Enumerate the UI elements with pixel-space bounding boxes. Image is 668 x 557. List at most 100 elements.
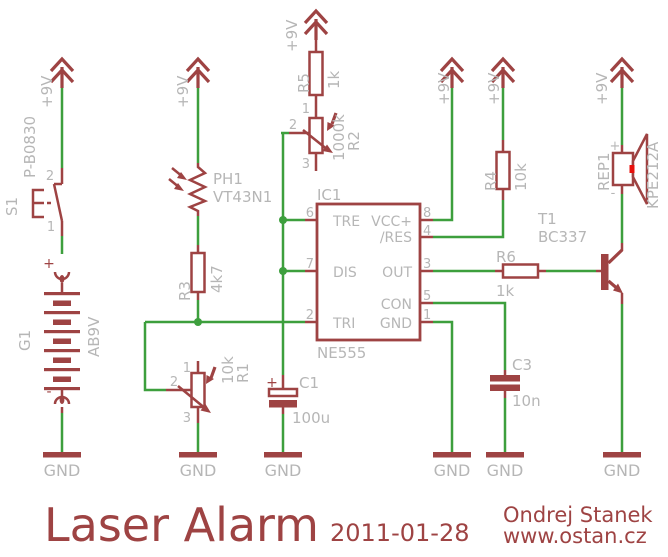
ic1-pin-number-8: 8 [423,206,431,221]
r5-refdes: R5 [295,73,313,93]
plus9v-label: +9V [435,72,453,105]
power-rail-arrows: +9V +9V +9V +9V +9V +9V [38,9,635,108]
r1-pin3-number: 3 [183,411,191,426]
t1-refdes: T1 [537,210,557,228]
ic1-pin-number-7: 7 [306,257,314,272]
c3-value: 10n [512,392,541,410]
r6-refdes: R6 [496,248,516,266]
s1-refdes: S1 [3,197,21,216]
ic1-pin-name-gnd: GND [380,316,412,332]
r2-refdes: R2 [345,131,363,151]
r2-pin2-number: 2 [289,118,297,133]
r2-value: 1000k [330,114,348,161]
component-r1-trimmer: 1 2 3 10k R1 [166,356,252,426]
ic1-pin-name-res: /RES [380,230,412,246]
gnd-label: GND [487,461,524,480]
gnd-icon [486,452,524,458]
c1-plus-mark: + [266,375,278,391]
junction-dot [194,318,202,326]
ic1-pin-number-4: 4 [423,224,431,239]
ic1-pin-name-dis: DIS [333,265,357,281]
ic1-pin-number-2: 2 [306,308,314,323]
g1-value: AB9V [85,316,103,357]
component-r6-resistor: R6 1k [495,248,546,300]
ic1-pin-name-tre: TRE [332,214,360,230]
component-r5-resistor: R5 1k [295,38,343,118]
gnd-icon [603,452,641,458]
gnd-label: GND [434,461,471,480]
component-r3-resistor: R3 4k7 [176,245,226,301]
ic1-refdes: IC1 [317,186,341,204]
ground-symbols: GND GND GND GND GND GND [43,452,641,480]
component-r2-trimmer: 1 2 3 1000k R2 [289,102,363,172]
rep1-polarity-dot [629,165,635,173]
gnd-icon [179,452,217,458]
gnd-label: GND [604,461,641,480]
component-c1-capacitor: + C1 100u [266,374,330,427]
c1-refdes: C1 [299,374,319,392]
schematic-title: Laser Alarm [44,498,319,552]
plus9v-label: +9V [283,19,301,52]
component-c3-capacitor: C3 10n [490,356,541,410]
gnd-icon [43,452,81,458]
schematic-date: 2011-01-28 [330,519,469,547]
author-website: www.ostan.cz [503,524,647,548]
ic1-pin-name-out: OUT [382,265,412,281]
component-ph1-photoresistor: PH1 VT43N1 [168,163,272,216]
ic1-pin-name-tri: TRI [332,316,355,332]
ic1-value: NE555 [317,344,366,362]
rep1-value: KPE212A [644,141,662,209]
author-name: Ondrej Stanek [503,503,653,527]
plus9v-arrow-icon [609,57,635,90]
s1-pin1-number: 1 [47,220,55,235]
rep1-refdes: REP1 [595,153,613,192]
rep1-plus-mark: + [610,139,621,154]
r3-value: 4k7 [208,265,226,293]
plus9v-label: +9V [593,72,611,105]
ic1-pin-number-1: 1 [423,308,431,323]
r4-refdes: R4 [482,171,500,191]
r1-pin2-number: 2 [170,375,178,390]
r2-pin1-number: 1 [302,102,310,117]
gnd-label: GND [44,461,81,480]
g1-refdes: G1 [16,330,34,351]
component-rep1-speaker: + - REP1 KPE212A [595,133,662,209]
c1-value: 100u [292,409,330,427]
r4-value: 10k [512,163,530,191]
junction-dot [279,216,287,224]
plus9v-label: +9V [485,72,503,105]
rep1-minus-mark: - [611,186,616,201]
gnd-icon [433,452,471,458]
ic1-pin-number-5: 5 [423,289,431,304]
gnd-label: GND [265,461,302,480]
c3-refdes: C3 [512,356,532,374]
wires [60,88,624,452]
g1-minus-mark: - [46,384,51,400]
ph1-refdes: PH1 [213,170,243,188]
plus9v-label: +9V [174,75,192,108]
r1-value: 10k [219,356,237,384]
g1-plus-mark: + [43,256,55,272]
component-ic1-ne555: IC1 NE555 TRE DIS TRI VCC+ /RES OUT CON … [305,186,433,362]
ic1-pin-name-vcc: VCC+ [371,214,412,230]
s1-part-label: P-B0830 [21,116,39,178]
ic1-pin-number-6: 6 [306,206,314,221]
component-s1-switch: 2 1 S1 P-B0830 [3,116,64,236]
plus9v-label: +9V [38,75,56,108]
plus9v-arrow-icon [303,9,329,42]
r1-pin1-number: 1 [183,361,191,376]
r3-refdes: R3 [176,281,194,301]
r6-value: 1k [496,282,515,300]
r1-refdes: R1 [234,363,252,383]
component-g1-battery: + - G1 AB9V [16,256,103,413]
ic1-pin-number-3: 3 [423,257,431,272]
gnd-icon [264,452,302,458]
title-block: Laser Alarm 2011-01-28 Ondrej Stanek www… [44,498,653,552]
r5-value: 1k [325,70,343,89]
component-r4-resistor: R4 10k [482,140,530,200]
gnd-label: GND [180,461,217,480]
ph1-value: VT43N1 [213,188,272,206]
component-t1-transistor: T1 BC337 [537,210,624,304]
